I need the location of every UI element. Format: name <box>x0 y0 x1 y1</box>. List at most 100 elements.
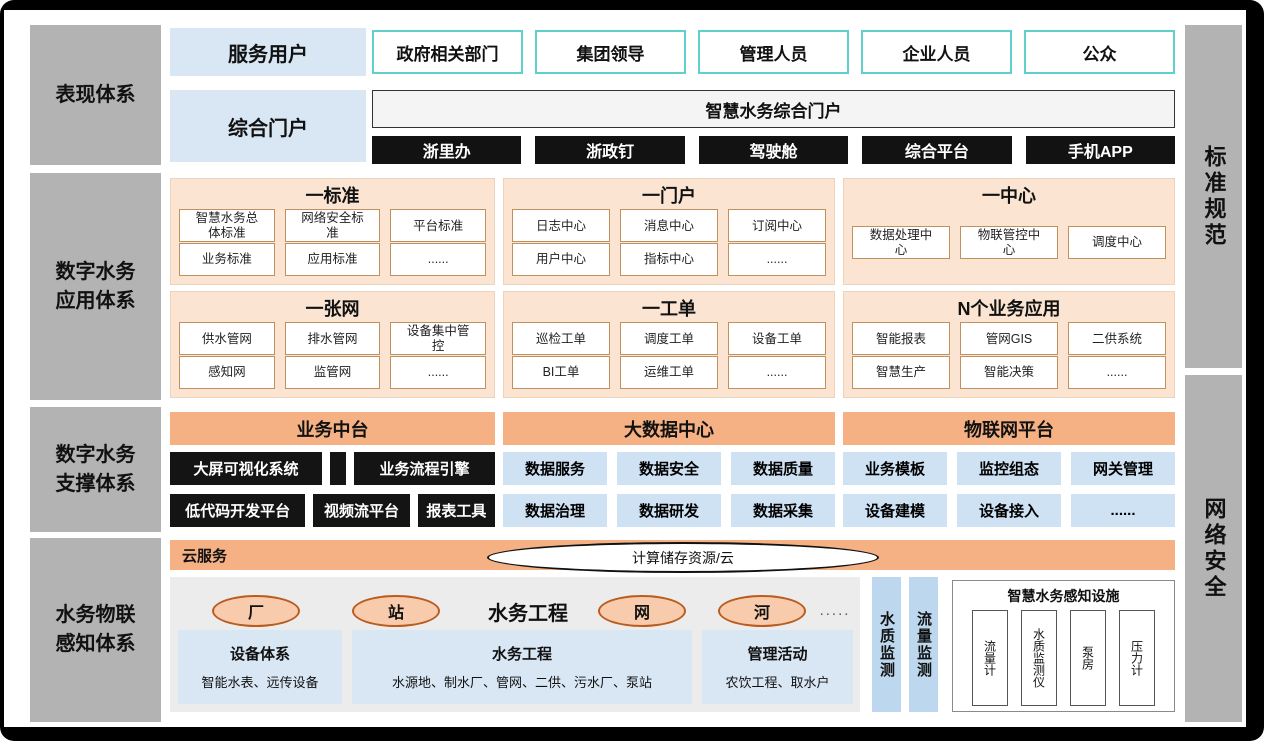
support-blue-box: 业务模板 <box>843 452 947 485</box>
support-blue-box: 设备建模 <box>843 494 947 527</box>
group-one-workorder: 一工单 巡检工单 调度工单 设备工单 BI工单 运维工单 ...... <box>503 291 835 398</box>
item: 调度中心 <box>1068 226 1166 259</box>
water-engineering-title: 水务工程 <box>488 602 568 625</box>
rail-iot-layer: 水务物联 感知体系 <box>30 538 161 722</box>
support-blue-box: ...... <box>1071 494 1175 527</box>
item: 指标中心 <box>620 242 718 276</box>
support-blue-row2-a: 数据治理 数据研发 数据采集 <box>503 494 835 527</box>
group-items: 数据处理中 心 物联管控中 心 调度中心 <box>852 209 1166 276</box>
compute-storage-cloud-ellipse: 计算储存资源/云 <box>487 542 879 573</box>
cloud-service-label: 云服务 <box>182 547 228 565</box>
item: 感知网 <box>179 355 275 389</box>
channel-cockpit: 驾驶舱 <box>698 136 849 164</box>
item: ...... <box>1068 355 1166 389</box>
support-dark-box: 报表工具 <box>417 494 495 527</box>
support-dark-box: 视频流平台 <box>313 494 410 527</box>
item: 数据处理中 心 <box>852 226 950 259</box>
user-type-enterprise: 企业人员 <box>861 30 1012 74</box>
item: ...... <box>728 355 826 389</box>
group-title: N个业务应用 <box>957 299 1061 319</box>
channel-platform: 综合平台 <box>862 136 1012 164</box>
item: BI工单 <box>512 355 610 389</box>
item: 二供系统 <box>1068 322 1166 356</box>
item: ...... <box>728 242 826 276</box>
group-one-standard: 一标准 智慧水务总 体标准 网络安全标 准 平台标准 业务标准 应用标准 ...… <box>170 178 495 285</box>
item: 巡检工单 <box>512 322 610 356</box>
management-activities-panel: 管理活动 农饮工程、取水户 <box>702 630 853 704</box>
item: 日志中心 <box>512 209 610 243</box>
item: 运维工单 <box>620 355 718 389</box>
support-blue-box: 数据研发 <box>617 494 721 527</box>
group-title: 一张网 <box>305 299 360 319</box>
group-items: 智能报表 管网GIS 二供系统 智慧生产 智能决策 ...... <box>852 322 1166 389</box>
sensing-item-pressure-gauge: 压力计 <box>1119 610 1155 706</box>
sensing-item-pump-house: 泵房 <box>1070 610 1106 706</box>
rail-application-layer: 数字水务 应用体系 <box>30 173 161 400</box>
rail-presentation-layer: 表现体系 <box>30 25 161 165</box>
group-title: 一工单 <box>642 299 696 319</box>
item: 智慧生产 <box>852 355 950 389</box>
sensing-facilities-box: 智慧水务感知设施 流量计 水质监测仪 泵房 压力计 <box>952 580 1175 712</box>
item: 智能报表 <box>852 322 950 356</box>
more-nodes-dots: ..... <box>819 601 851 619</box>
panel-desc: 水源地、制水厂、管网、二供、污水厂、泵站 <box>391 675 652 691</box>
panel-title: 设备体系 <box>229 645 290 663</box>
item: 业务标准 <box>179 242 275 276</box>
support-dark-box: 业务流程引擎 <box>354 452 495 485</box>
group-title: 一标准 <box>305 186 360 206</box>
item: 设备集中管 控 <box>390 322 487 356</box>
user-types-row: 政府相关部门 集团领导 管理人员 企业人员 公众 <box>372 30 1175 74</box>
item: ...... <box>390 242 487 276</box>
item: 应用标准 <box>284 242 381 276</box>
group-one-network: 一张网 供水管网 排水管网 设备集中管 控 感知网 监管网 ...... <box>170 291 495 398</box>
rail-network-security: 网络安全 <box>1185 375 1242 722</box>
item: 调度工单 <box>620 322 718 356</box>
item: ...... <box>390 355 487 389</box>
sensing-title: 智慧水务感知设施 <box>1007 588 1120 604</box>
node-station-ellipse: 站 <box>352 595 440 627</box>
group-items: 巡检工单 调度工单 设备工单 BI工单 运维工单 ...... <box>512 322 826 389</box>
item: 平台标准 <box>390 209 487 243</box>
support-blue-box: 设备接入 <box>957 494 1061 527</box>
item: 网络安全标 准 <box>284 209 381 243</box>
panel-desc: 智能水表、远传设备 <box>201 675 319 691</box>
service-users-box: 服务用户 <box>170 28 366 76</box>
item: 管网GIS <box>960 322 1058 356</box>
group-items: 日志中心 消息中心 订阅中心 用户中心 指标中心 ...... <box>512 209 826 276</box>
item: 排水管网 <box>284 322 381 356</box>
channel-zhezhengding: 浙政钉 <box>535 136 685 164</box>
item: 物联管控中 心 <box>960 226 1058 259</box>
group-n-applications: N个业务应用 智能报表 管网GIS 二供系统 智慧生产 智能决策 ...... <box>843 291 1175 398</box>
group-one-portal: 一门户 日志中心 消息中心 订阅中心 用户中心 指标中心 ...... <box>503 178 835 285</box>
device-system-panel: 设备体系 智能水表、远传设备 <box>178 630 342 704</box>
sensing-items: 流量计 水质监测仪 泵房 压力计 <box>953 610 1174 706</box>
group-items: 供水管网 排水管网 设备集中管 控 感知网 监管网 ...... <box>179 322 487 389</box>
support-dark-box: 大屏可视化系统 <box>170 452 322 485</box>
support-blue-box: 数据安全 <box>617 452 721 485</box>
header-iot-platform: 物联网平台 <box>843 412 1175 445</box>
item: 智慧水务总 体标准 <box>179 209 275 243</box>
header-business-middleware: 业务中台 <box>170 412 495 445</box>
rail-support-layer: 数字水务 支撑体系 <box>30 407 161 532</box>
sensing-item-flowmeter: 流量计 <box>972 610 1008 706</box>
rail-standards: 标准规范 <box>1185 25 1242 368</box>
user-type-public: 公众 <box>1024 30 1175 74</box>
support-blue-box: 网关管理 <box>1071 452 1175 485</box>
item: 用户中心 <box>512 242 610 276</box>
user-type-group-leaders: 集团领导 <box>535 30 686 74</box>
group-one-center: 一中心 数据处理中 心 物联管控中 心 调度中心 <box>843 178 1175 285</box>
item: 设备工单 <box>728 322 826 356</box>
portal-box: 综合门户 <box>170 90 366 162</box>
support-blue-box: 数据质量 <box>731 452 835 485</box>
group-title: 一门户 <box>642 186 696 206</box>
support-blue-box: 数据服务 <box>503 452 607 485</box>
item: 供水管网 <box>179 322 275 356</box>
support-blue-box: 数据采集 <box>731 494 835 527</box>
header-big-data-center: 大数据中心 <box>503 412 835 445</box>
group-items: 智慧水务总 体标准 网络安全标 准 平台标准 业务标准 应用标准 ...... <box>179 209 487 276</box>
support-blue-row1-a: 数据服务 数据安全 数据质量 <box>503 452 835 485</box>
item: 消息中心 <box>620 209 718 243</box>
node-network-ellipse: 网 <box>598 595 686 627</box>
item: 监管网 <box>284 355 381 389</box>
channel-mobile-app: 手机APP <box>1025 136 1176 164</box>
